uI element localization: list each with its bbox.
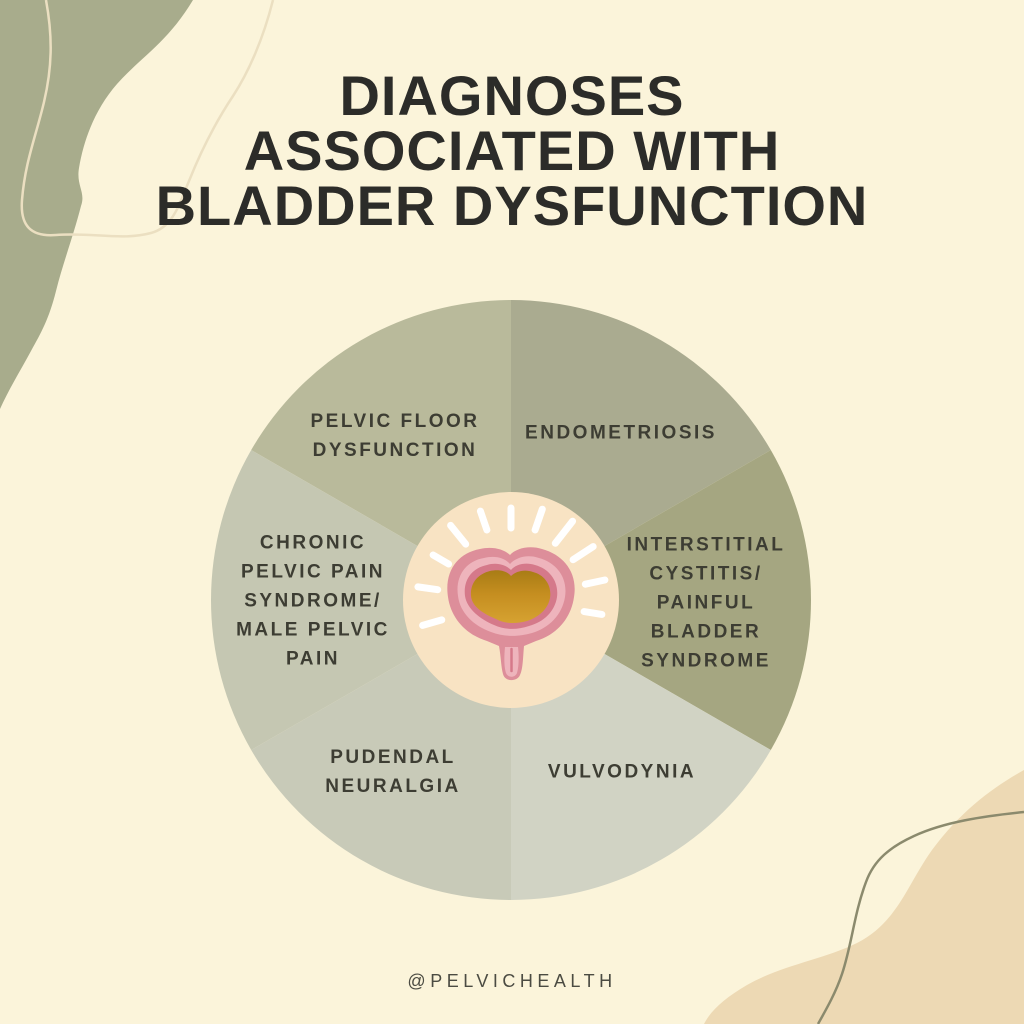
segment-label-endometriosis: ENDOMETRIOSIS [525, 422, 717, 444]
segment-label-interstitial-cystitis: INTERSTITIAL CYSTITIS/ PAINFUL BLADDER S… [626, 534, 786, 672]
diagnosis-wheel-graphic [211, 300, 811, 900]
social-handle: @PELVICHEALTH [407, 971, 617, 991]
page-title: DIAGNOSES ASSOCIATED WITH BLADDER DYSFUN… [155, 64, 869, 237]
segment-label-pudendal-neuralgia: PUDENDAL NEURALGIA [325, 747, 461, 797]
wheel-segment-interstitial-cystitis [511, 450, 811, 750]
diagnosis-wheel: PELVIC FLOOR DYSFUNCTION ENDOMETRIOSIS I… [208, 297, 814, 903]
squiggle-line-bottom-right-icon [816, 810, 1024, 1024]
segment-label-vulvodynia: VULVODYNIA [547, 761, 697, 783]
segment-label-pelvic-floor-dysfunction: PELVIC FLOOR DYSFUNCTION [310, 411, 480, 461]
bladder-icon [447, 547, 575, 681]
sparkle-rays-icon [414, 504, 609, 629]
wheel-segment-chronic-pelvic-pain [211, 450, 511, 750]
segment-label-chronic-pelvic-pain: CHRONIC PELVIC PAIN SYNDROME/ MALE PELVI… [236, 532, 390, 670]
